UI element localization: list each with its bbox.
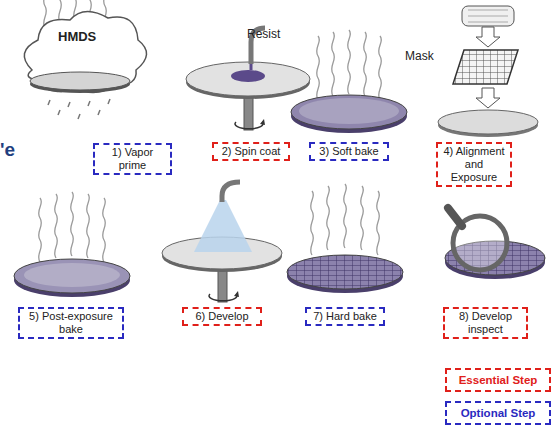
chemical-label: HMDS [58,29,96,44]
exposure-art [438,6,538,137]
post-exposure-bake-art [14,192,130,297]
step-label: 8) Develop inspect [448,310,523,336]
mask-label: Mask [405,49,434,63]
step-box: 5) Post-exposure bake [18,307,124,339]
step-box: 6) Develop [182,307,262,326]
step-box: 4) Alignment and Exposure [436,142,512,187]
step-box: 7) Hard bake [305,307,385,326]
soft-bake-art [291,30,407,133]
hard-bake-art [287,184,403,293]
step-label: 3) Soft bake [319,145,378,158]
step-box: 1) Vapor prime [93,143,172,175]
step-box: 3) Soft bake [309,142,389,161]
material-label: Resist [247,27,280,41]
vapor-prime-art [24,0,146,119]
legend-text: Optional Step [461,407,536,419]
step-label: 7) Hard bake [313,310,377,323]
step-box: 2) Spin coat [212,142,290,161]
step-label: 5) Post-exposure bake [23,310,119,336]
step-label: 6) Develop [195,310,248,323]
legend-sample: Optional Step [445,401,551,425]
step-label: 1) Vapor prime [98,146,167,172]
inspect-art [445,208,545,279]
legend-text: Essential Step [459,374,538,386]
step-box: 8) Develop inspect [443,307,528,339]
step-label: 2) Spin coat [222,145,281,158]
step-label: 4) Alignment and Exposure [441,145,507,184]
develop-art [162,182,282,302]
legend-sample: Essential Step [445,368,551,392]
cut-off-text: 'e [0,139,15,161]
